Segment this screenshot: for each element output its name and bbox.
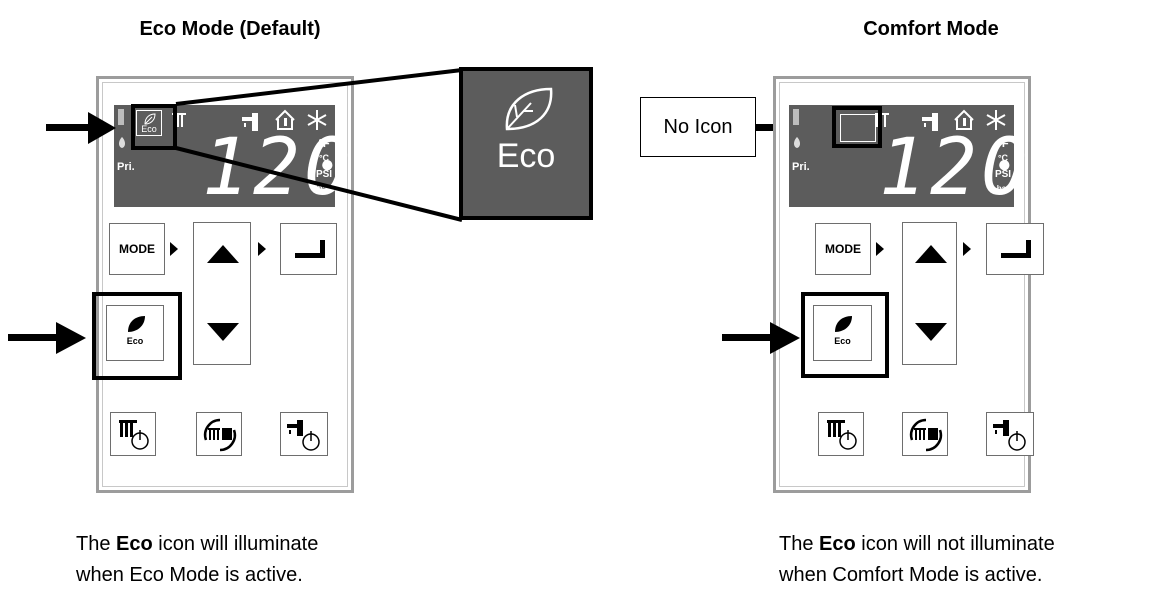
enter-button[interactable]: [986, 223, 1044, 275]
lcd-display: Eco Pri. 120 °F °C PSI bar: [114, 105, 351, 207]
arrow-to-eco-button: [8, 322, 86, 354]
comfort-caption: The Eco icon will not illuminate when Co…: [779, 533, 1055, 586]
unit-psi: PSI: [994, 169, 1012, 180]
eco-button-highlight: [801, 292, 889, 378]
up-down-button[interactable]: [902, 222, 957, 365]
radiator-power-icon: [827, 420, 857, 450]
up-arrow-icon[interactable]: [915, 245, 947, 265]
up-arrow-icon[interactable]: [207, 245, 239, 265]
lcd-display-comfort: Pri. 120 °F °C PSI bar: [789, 105, 1032, 213]
heating-power-button[interactable]: [818, 412, 864, 456]
faucet-icon: [922, 113, 938, 131]
heat-water-cycle-icon: [909, 418, 943, 452]
house-thermometer-icon: [954, 109, 974, 130]
heat-water-cycle-icon: [203, 418, 237, 452]
eco-button-highlight: [92, 292, 182, 380]
flame-icon: [793, 109, 800, 148]
leaf-icon: [835, 316, 852, 332]
eco-button-label: Eco: [834, 336, 851, 346]
flame-icon: [118, 109, 125, 148]
unit-bar: bar: [317, 184, 331, 193]
updown-arrow-icon: [258, 242, 266, 256]
unit-fahrenheit: °F: [997, 138, 1009, 150]
eco-button[interactable]: Eco: [106, 305, 164, 361]
unit-celsius: °C: [318, 153, 330, 163]
mode-button[interactable]: MODE: [109, 223, 165, 275]
enter-icon: [295, 240, 325, 258]
temperature-digits: 120: [879, 123, 1032, 213]
unit-psi: PSI: [315, 169, 333, 180]
unit-fahrenheit: °F: [318, 138, 330, 150]
changeover-button[interactable]: [902, 412, 948, 456]
faucet-power-icon: [287, 420, 320, 451]
hot-water-power-button[interactable]: [986, 412, 1034, 456]
mode-button[interactable]: MODE: [815, 223, 871, 275]
empty-eco-icon-slot: [840, 114, 876, 142]
up-down-button[interactable]: [193, 222, 251, 365]
eco-button-label: Eco: [126, 336, 144, 346]
leaf-icon: [144, 113, 156, 125]
snowflake-icon: [307, 110, 327, 130]
faucet-icon: [242, 113, 258, 131]
leaf-icon: [128, 316, 145, 332]
snowflake-icon: [986, 110, 1006, 130]
lcd-eco-icon: Eco: [136, 110, 162, 136]
comfort-mode-heading: Comfort Mode: [863, 18, 999, 40]
zoom-eco-label: Eco: [496, 137, 556, 175]
faucet-power-icon: [993, 420, 1026, 451]
leaf-icon-large: [505, 87, 553, 131]
down-arrow-icon[interactable]: [207, 323, 239, 343]
pri-label: Pri.: [792, 161, 810, 173]
house-thermometer-icon: [275, 109, 295, 130]
eco-caption: The Eco icon will illuminate when Eco Mo…: [76, 533, 319, 586]
eco-icon-highlight: [131, 104, 177, 150]
zoom-connector: [175, 68, 463, 222]
eco-mode-heading: Eco Mode (Default): [139, 18, 321, 40]
mode-arrow-icon: [170, 242, 178, 256]
arrow-to-lcd-icon: [46, 112, 116, 144]
unit-bar: bar: [996, 184, 1010, 193]
unit-celsius: °C: [997, 153, 1009, 163]
mode-button-label: MODE: [825, 242, 861, 256]
mode-button-label: MODE: [119, 242, 155, 256]
mode-arrow-icon: [876, 242, 884, 256]
empty-eco-icon-highlight: [832, 106, 882, 148]
radiator-power-icon: [119, 420, 149, 450]
eco-button[interactable]: Eco: [813, 305, 872, 361]
heating-power-button[interactable]: [110, 412, 156, 456]
enter-icon: [1001, 240, 1031, 258]
hot-water-power-button[interactable]: [280, 412, 328, 456]
changeover-button[interactable]: [196, 412, 242, 456]
arrow-to-eco-button-comfort: [722, 322, 800, 354]
down-arrow-icon[interactable]: [915, 323, 947, 343]
pri-label: Pri.: [117, 161, 135, 173]
updown-arrow-icon: [963, 242, 971, 256]
lcd-eco-label: Eco: [141, 124, 157, 134]
no-icon-callout: No Icon: [640, 97, 756, 157]
eco-icon-zoom: Eco: [459, 67, 593, 220]
enter-button[interactable]: [280, 223, 337, 275]
